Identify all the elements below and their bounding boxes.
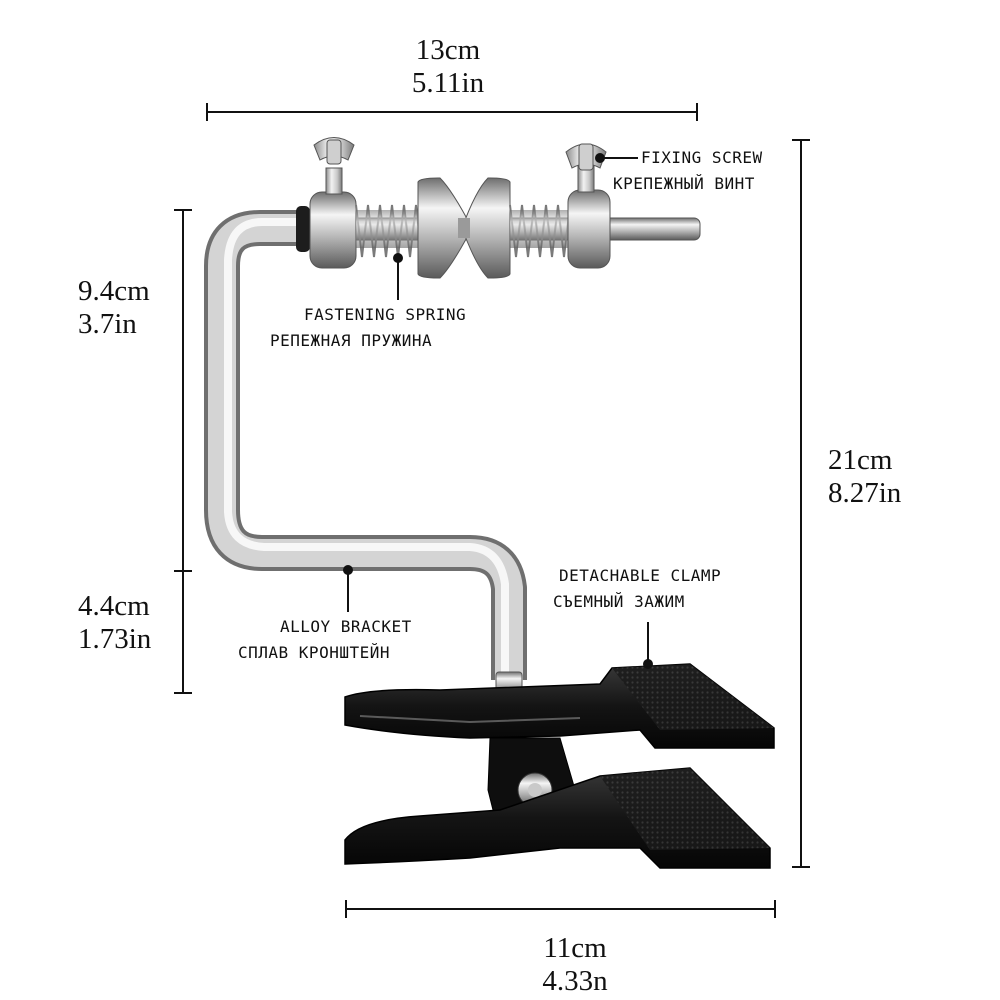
label-alloy-bracket-en: ALLOY BRACKET (280, 617, 412, 636)
label-fixing-screw-en: FIXING SCREW (641, 148, 763, 167)
label-fastening-spring-ru: РЕПЕЖНАЯ ПРУЖИНА (270, 331, 433, 350)
dim-top-width: 13cm 5.11in (378, 34, 518, 100)
dim-total-height: 21cm 8.27in (828, 444, 901, 510)
dim-upper-height-in: 3.7in (78, 308, 137, 340)
dim-total-height-in: 8.27in (828, 477, 902, 509)
dim-clamp-width-in: 4.33n (542, 965, 608, 997)
detachable-clamp (344, 663, 775, 869)
label-alloy-bracket: ALLOY BRACKET СПЛАВ КРОНШТЕЙН (238, 614, 412, 666)
spool-cones (417, 177, 511, 279)
leader-alloy-bracket (343, 565, 353, 612)
dimension-line-left (174, 209, 192, 694)
label-detachable-clamp-ru: СЪЕМНЫЙ ЗАЖИМ (553, 592, 685, 611)
dim-clamp-width: 11cm 4.33n (505, 932, 645, 998)
dim-lower-height-in: 1.73in (78, 623, 152, 655)
dimension-line-top (206, 103, 698, 121)
dim-top-width-cm: 13cm (415, 34, 481, 66)
dim-upper-height: 9.4cm 3.7in (78, 275, 150, 341)
dim-upper-height-cm: 9.4cm (78, 275, 150, 307)
dim-lower-height: 4.4cm 1.73in (78, 590, 151, 656)
leader-fastening-spring (393, 253, 403, 300)
dimension-line-right (792, 139, 810, 868)
label-fixing-screw-ru: КРЕПЕЖНЫЙ ВИНТ (613, 174, 755, 193)
label-fixing-screw: FIXING SCREW КРЕПЕЖНЫЙ ВИНТ (613, 145, 763, 197)
label-detachable-clamp: DETACHABLE CLAMP СЪЕМНЫЙ ЗАЖИМ (553, 563, 721, 615)
leader-fixing-screw (595, 153, 638, 163)
leader-detachable-clamp (643, 622, 653, 669)
left-collar (309, 137, 357, 269)
dimension-line-bottom (345, 900, 776, 918)
dim-clamp-width-cm: 11cm (543, 932, 607, 964)
label-fastening-spring: FASTENING SPRING РЕПЕЖНАЯ ПРУЖИНА (270, 302, 466, 354)
dim-top-width-in: 5.11in (411, 67, 485, 99)
label-fastening-spring-en: FASTENING SPRING (304, 305, 467, 324)
dim-total-height-cm: 21cm (828, 444, 893, 476)
right-collar (565, 143, 611, 269)
dim-lower-height-cm: 4.4cm (78, 590, 150, 622)
label-alloy-bracket-ru: СПЛАВ КРОНШТЕЙН (238, 643, 390, 662)
label-detachable-clamp-en: DETACHABLE CLAMP (559, 566, 722, 585)
